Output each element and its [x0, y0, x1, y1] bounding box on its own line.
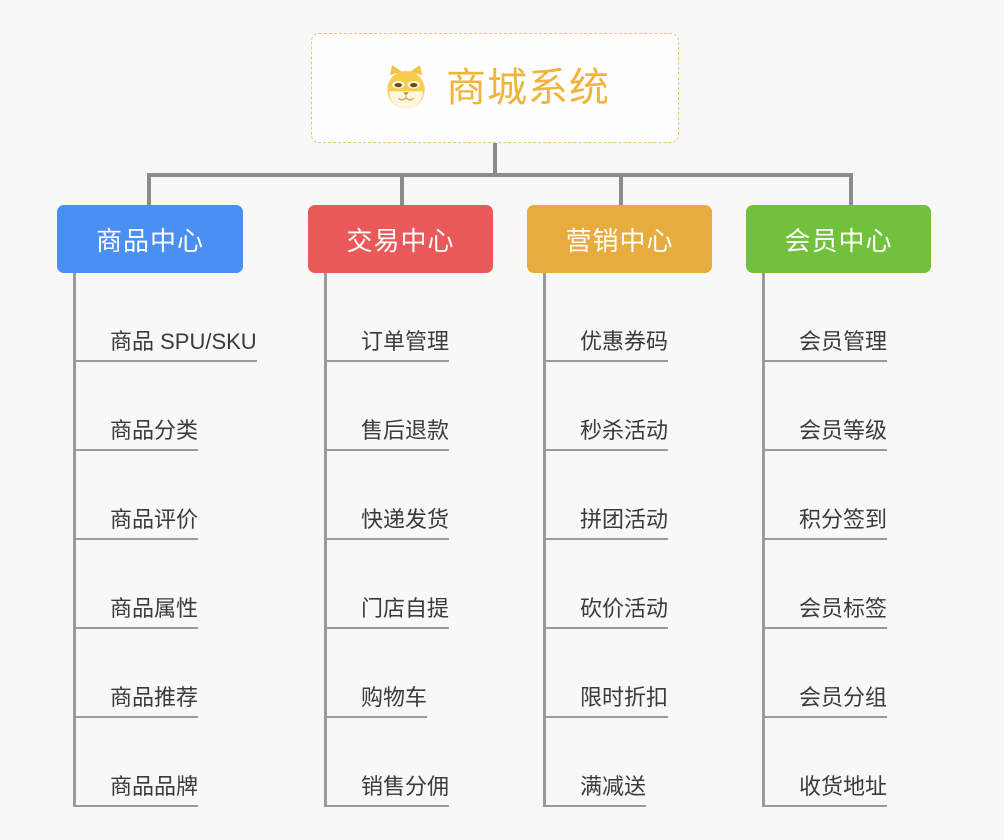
- list-item[interactable]: 秒杀活动: [546, 362, 712, 451]
- branch-children-product-center: 商品 SPU/SKU 商品分类 商品评价 商品属性 商品推荐 商品品牌: [73, 273, 257, 807]
- branch-column-trade-center: 交易中心 订单管理 售后退款 快递发货 门店自提 购物车 销售分佣: [308, 205, 493, 807]
- list-item[interactable]: 满减送: [546, 718, 712, 807]
- list-item[interactable]: 会员管理: [765, 273, 931, 362]
- list-item[interactable]: 优惠券码: [546, 273, 712, 362]
- list-item[interactable]: 砍价活动: [546, 540, 712, 629]
- list-item[interactable]: 拼团活动: [546, 451, 712, 540]
- list-item[interactable]: 收货地址: [765, 718, 931, 807]
- list-item[interactable]: 快递发货: [327, 451, 493, 540]
- list-item[interactable]: 会员等级: [765, 362, 931, 451]
- list-item[interactable]: 商品推荐: [76, 629, 243, 718]
- list-item[interactable]: 门店自提: [327, 540, 493, 629]
- list-item[interactable]: 积分签到: [765, 451, 931, 540]
- root-node[interactable]: 商城系统: [311, 33, 679, 143]
- branch-label: 会员中心: [784, 225, 893, 256]
- branch-label: 交易中心: [346, 225, 455, 256]
- list-item[interactable]: 商品评价: [76, 451, 243, 540]
- branch-column-member-center: 会员中心 会员管理 会员等级 积分签到 会员标签 会员分组 收货地址: [746, 205, 931, 807]
- branch-label: 商品中心: [95, 225, 204, 256]
- branch-children-trade-center: 订单管理 售后退款 快递发货 门店自提 购物车 销售分佣: [324, 273, 493, 807]
- branch-header-product-center[interactable]: 商品中心: [57, 205, 243, 273]
- connector-drop-1: [147, 173, 151, 207]
- list-item[interactable]: 售后退款: [327, 362, 493, 451]
- branch-column-product-center: 商品中心 商品 SPU/SKU 商品分类 商品评价 商品属性 商品推荐 商品品牌: [57, 205, 257, 807]
- connector-root-stem: [493, 143, 497, 177]
- shiba-dog-icon: [380, 62, 432, 114]
- connector-drop-3: [619, 173, 623, 207]
- list-item[interactable]: 商品属性: [76, 540, 243, 629]
- list-item[interactable]: 会员分组: [765, 629, 931, 718]
- root-title: 商城系统: [446, 66, 610, 110]
- branch-label: 营销中心: [565, 225, 674, 256]
- branch-children-marketing-center: 优惠券码 秒杀活动 拼团活动 砍价活动 限时折扣 满减送: [543, 273, 712, 807]
- branch-header-trade-center[interactable]: 交易中心: [308, 205, 493, 273]
- branch-header-member-center[interactable]: 会员中心: [746, 205, 931, 273]
- list-item[interactable]: 限时折扣: [546, 629, 712, 718]
- list-item[interactable]: 订单管理: [327, 273, 493, 362]
- branch-column-marketing-center: 营销中心 优惠券码 秒杀活动 拼团活动 砍价活动 限时折扣 满减送: [527, 205, 712, 807]
- connector-drop-2: [400, 173, 404, 207]
- list-item[interactable]: 商品分类: [76, 362, 243, 451]
- list-item[interactable]: 会员标签: [765, 540, 931, 629]
- connector-drop-4: [849, 173, 853, 207]
- list-item[interactable]: 销售分佣: [327, 718, 493, 807]
- branch-children-member-center: 会员管理 会员等级 积分签到 会员标签 会员分组 收货地址: [762, 273, 931, 807]
- list-item[interactable]: 购物车: [327, 629, 493, 718]
- list-item[interactable]: 商品品牌: [76, 718, 243, 807]
- connector-bus: [147, 173, 853, 177]
- branch-header-marketing-center[interactable]: 营销中心: [527, 205, 712, 273]
- list-item[interactable]: 商品 SPU/SKU: [76, 273, 257, 362]
